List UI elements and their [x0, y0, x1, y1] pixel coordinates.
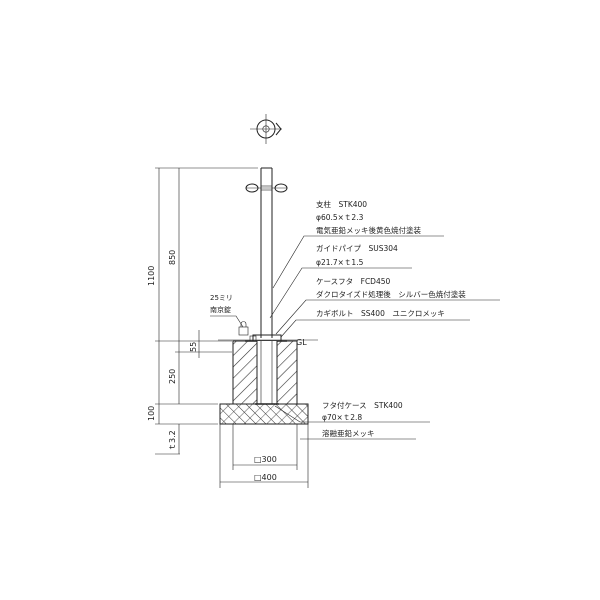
dim-bottom-t: ｔ3.2 — [168, 430, 177, 451]
base-slab — [219, 403, 309, 425]
bottom-dimension-lines — [219, 424, 309, 488]
post-size: φ60.5×ｔ2.3 — [316, 213, 364, 222]
case-title: フタ付ケース STK400 — [322, 400, 403, 410]
dim-case-top: 55 — [189, 342, 198, 352]
cap-title: ケースフタ FCD450 — [316, 277, 390, 286]
dim-base-thickness: 100 — [147, 406, 156, 421]
leader-lines — [210, 235, 500, 440]
guide-size: φ21.7×ｔ1.5 — [316, 258, 364, 267]
left-dimension-lines — [155, 167, 258, 455]
plan-view-symbol — [250, 114, 282, 144]
key-bolt-label: カギボルト SS400 ユニクロメッキ — [316, 309, 445, 318]
lock-name-label: 南京錠 — [210, 305, 231, 314]
dim-upper-height: 850 — [168, 250, 177, 265]
padlock — [238, 321, 249, 336]
lock-size-label: 25ミリ — [210, 294, 233, 302]
guide-title: ガイドパイプ SUS304 — [316, 243, 398, 253]
post-pipe — [260, 167, 273, 338]
concrete-foundation — [232, 340, 298, 405]
post-finish: 電気亜鉛メッキ後黄色焼付塗装 — [316, 225, 421, 235]
dim-inner-width: □300 — [254, 455, 277, 464]
gl-label: GL — [296, 338, 307, 347]
dim-total-height: 1100 — [147, 266, 156, 286]
dim-embed-depth: 250 — [168, 369, 177, 384]
case-size: φ70×ｔ2.8 — [322, 413, 362, 422]
post-title: 支柱 STK400 — [316, 199, 367, 209]
cap-finish: ダクロタイズド処理後 シルバー色焼付塗装 — [316, 289, 466, 299]
dim-outer-width: □400 — [254, 473, 277, 482]
post-handle — [245, 183, 288, 193]
case-finish: 溶融亜鉛メッキ — [322, 428, 375, 438]
